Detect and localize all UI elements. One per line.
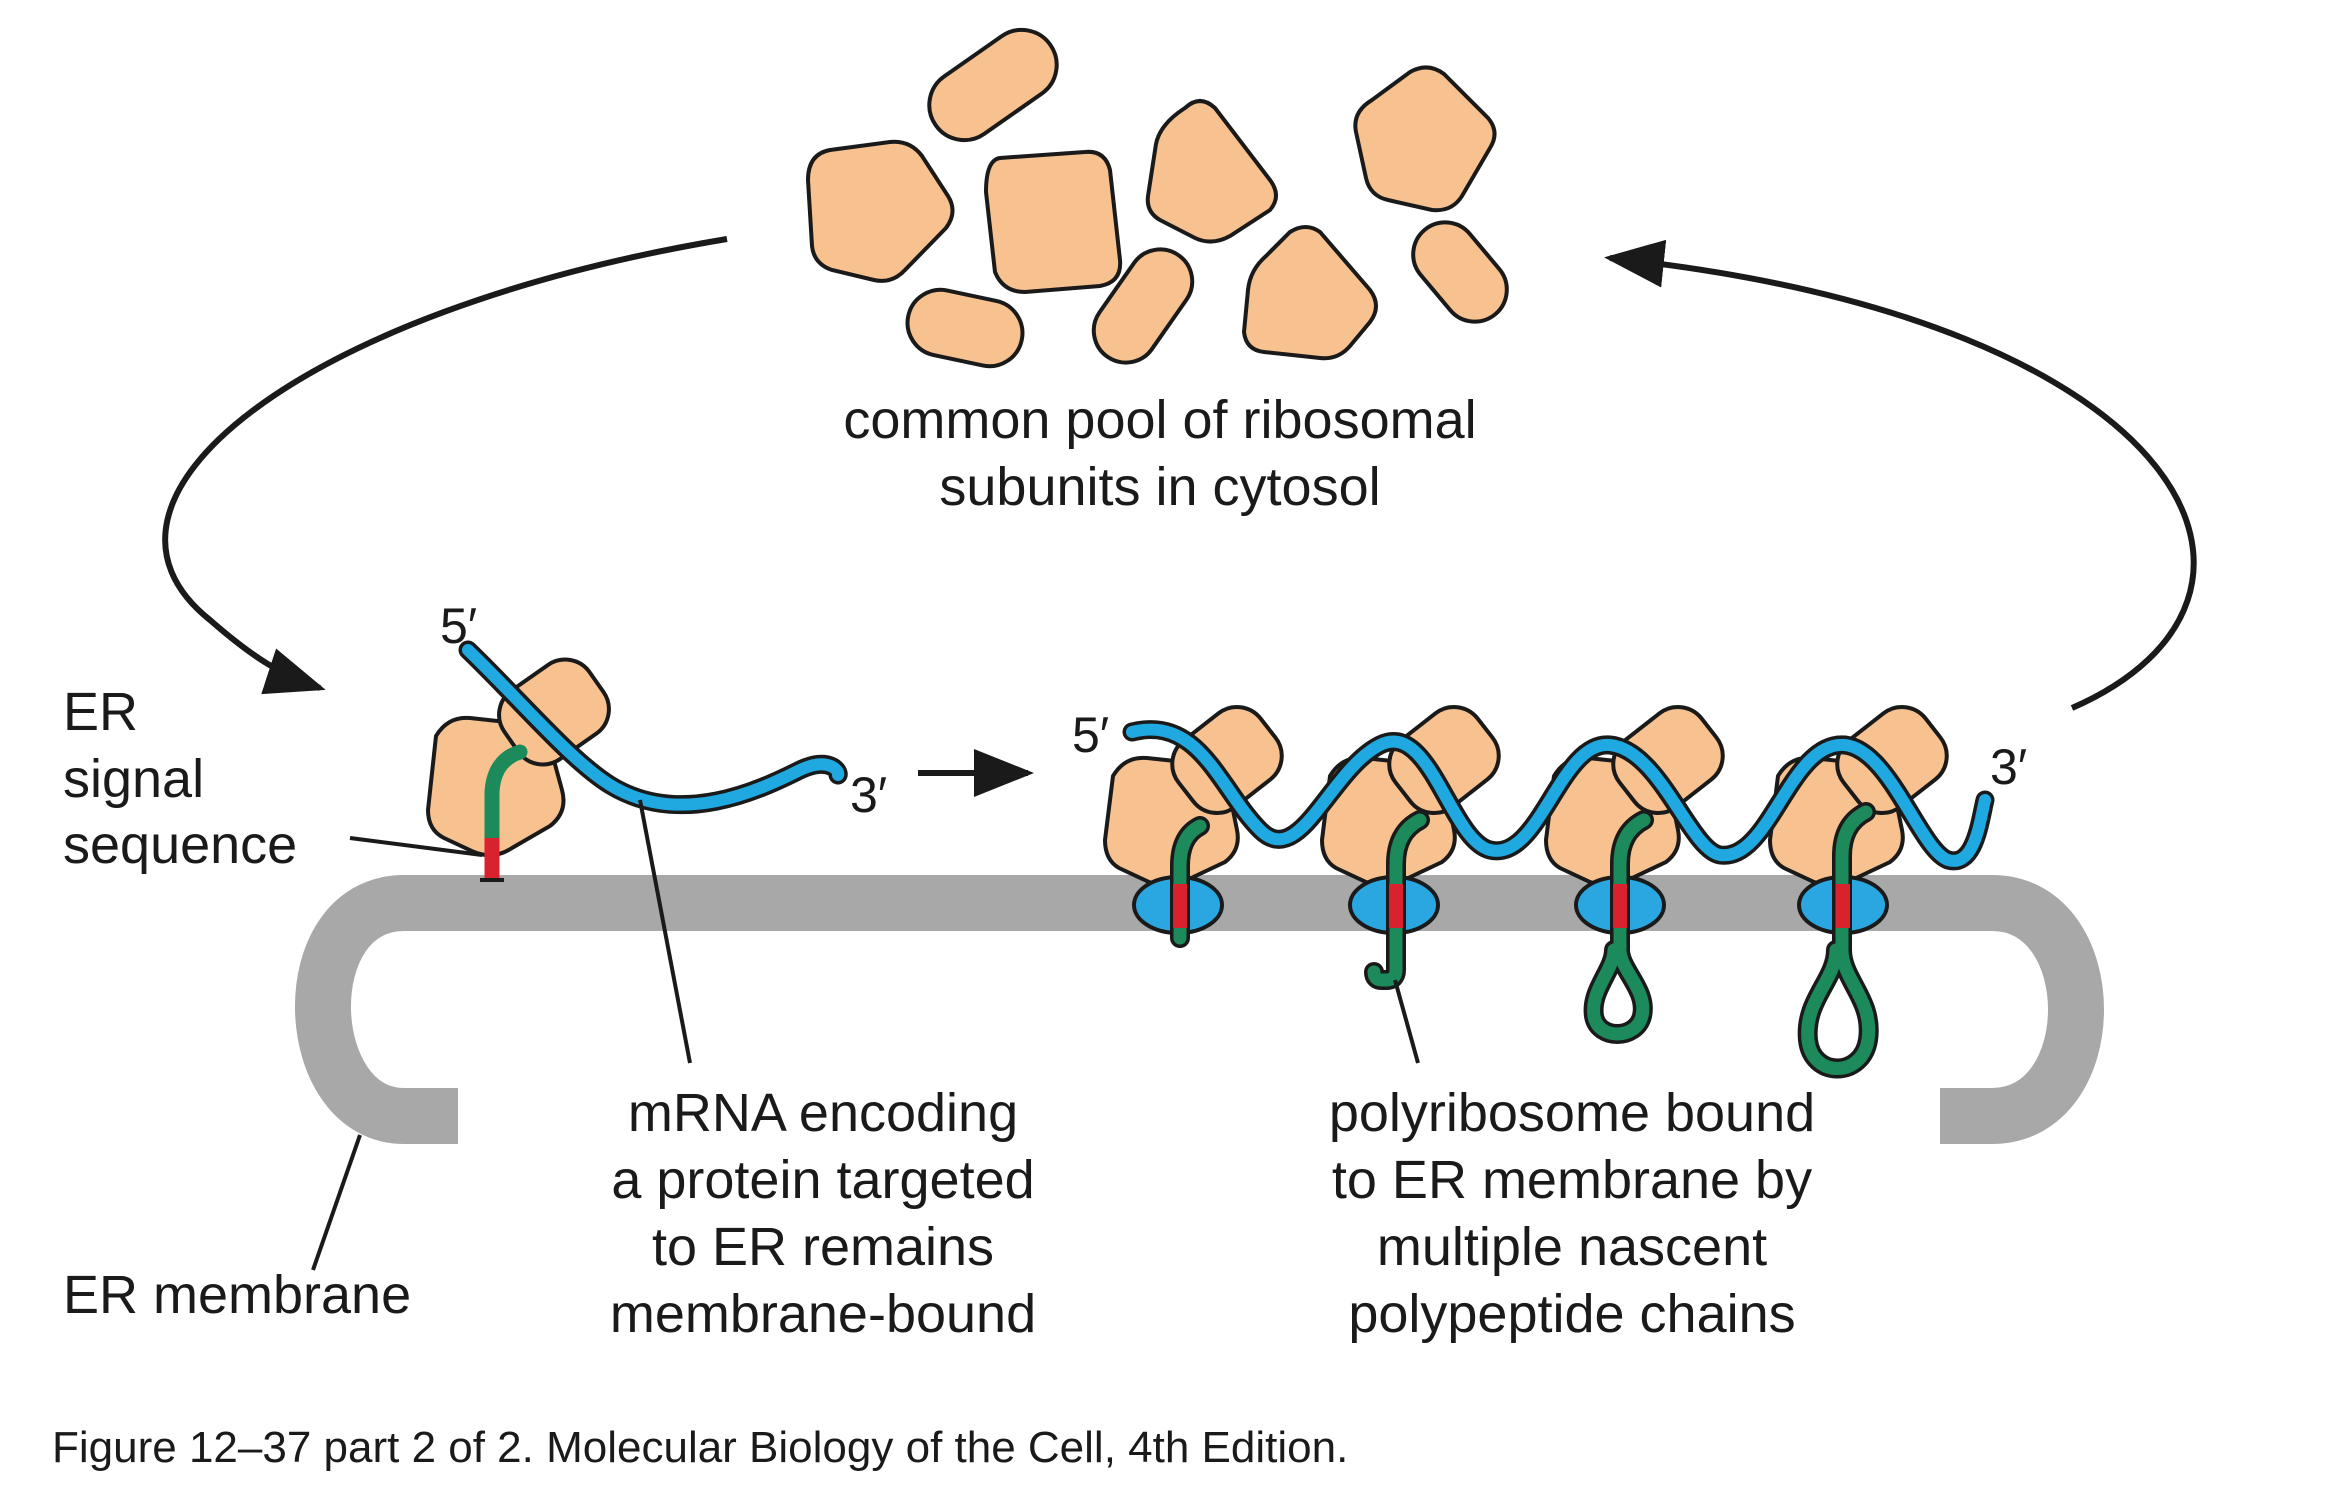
- ribosome-1: [1102, 704, 1284, 888]
- polyribosome-label-line-4: polypeptide chains: [1348, 1284, 1795, 1344]
- pool-subunit: [1411, 220, 1509, 324]
- pool-subunit: [1353, 65, 1497, 213]
- signal-label-line-2: signal: [63, 749, 204, 809]
- signal-sequence-1: [1173, 884, 1187, 928]
- pool-subunit: [905, 287, 1025, 369]
- pool-subunit: [805, 139, 955, 283]
- ribosome-pool: [805, 27, 1509, 369]
- five-prime-label-right: 5′: [1072, 707, 1109, 763]
- mrna-label-line-1: mRNA encoding: [628, 1083, 1018, 1143]
- polyribosome: [1102, 704, 1995, 1079]
- mrna-label-line-3: to ER remains: [652, 1217, 994, 1277]
- membrane-label: ER membrane: [63, 1265, 411, 1325]
- pool-label-line-2: subunits in cytosol: [939, 457, 1380, 517]
- leader-mrna: [638, 799, 692, 1064]
- signal-sequence-2: [1389, 884, 1403, 928]
- three-prime-label-right: 3′: [1990, 739, 2027, 795]
- mrna-label-line-4: membrane-bound: [610, 1284, 1036, 1344]
- ribosome-4: [1767, 704, 1949, 888]
- pool-subunit: [983, 149, 1123, 295]
- recycle-arrow-left: [162, 236, 728, 695]
- polyribosome-label-line-1: polyribosome bound: [1329, 1083, 1815, 1143]
- nascent-chain-left: [484, 744, 528, 851]
- five-prime-label-left: 5′: [440, 598, 477, 654]
- polyribosome-label-line-3: multiple nascent: [1377, 1217, 1767, 1277]
- mrna-polyribosome: [1126, 723, 1991, 867]
- pool-subunit: [1241, 225, 1378, 361]
- leader-signal: [349, 836, 483, 857]
- pool-subunit: [1145, 99, 1278, 244]
- signal-sequence-3: [1613, 884, 1627, 928]
- ribosome-small-subunit: [497, 657, 611, 767]
- signal-sequence-4: [1836, 884, 1850, 928]
- three-prime-label-left: 3′: [850, 767, 887, 823]
- mrna-label-line-2: a protein targeted: [611, 1150, 1034, 1210]
- pool-subunit: [927, 27, 1059, 143]
- signal-label-line-1: ER: [63, 682, 138, 742]
- mrna-left-fill: [462, 644, 845, 811]
- single-ribosome: [425, 657, 611, 882]
- recycle-arrow-right: [1604, 239, 2197, 711]
- pool-subunit: [1091, 247, 1195, 365]
- polyribosome-label-line-2: to ER membrane by: [1332, 1150, 1812, 1210]
- leader-membrane: [311, 1134, 362, 1271]
- leader-polyribosome: [1393, 979, 1420, 1064]
- signal-label-line-3: sequence: [63, 815, 297, 875]
- figure-caption: Figure 12–37 part 2 of 2. Molecular Biol…: [52, 1423, 1348, 1472]
- ribosome-2: [1319, 704, 1501, 888]
- pool-label-line-1: common pool of ribosomal: [843, 390, 1476, 450]
- ribosome-3: [1543, 704, 1725, 888]
